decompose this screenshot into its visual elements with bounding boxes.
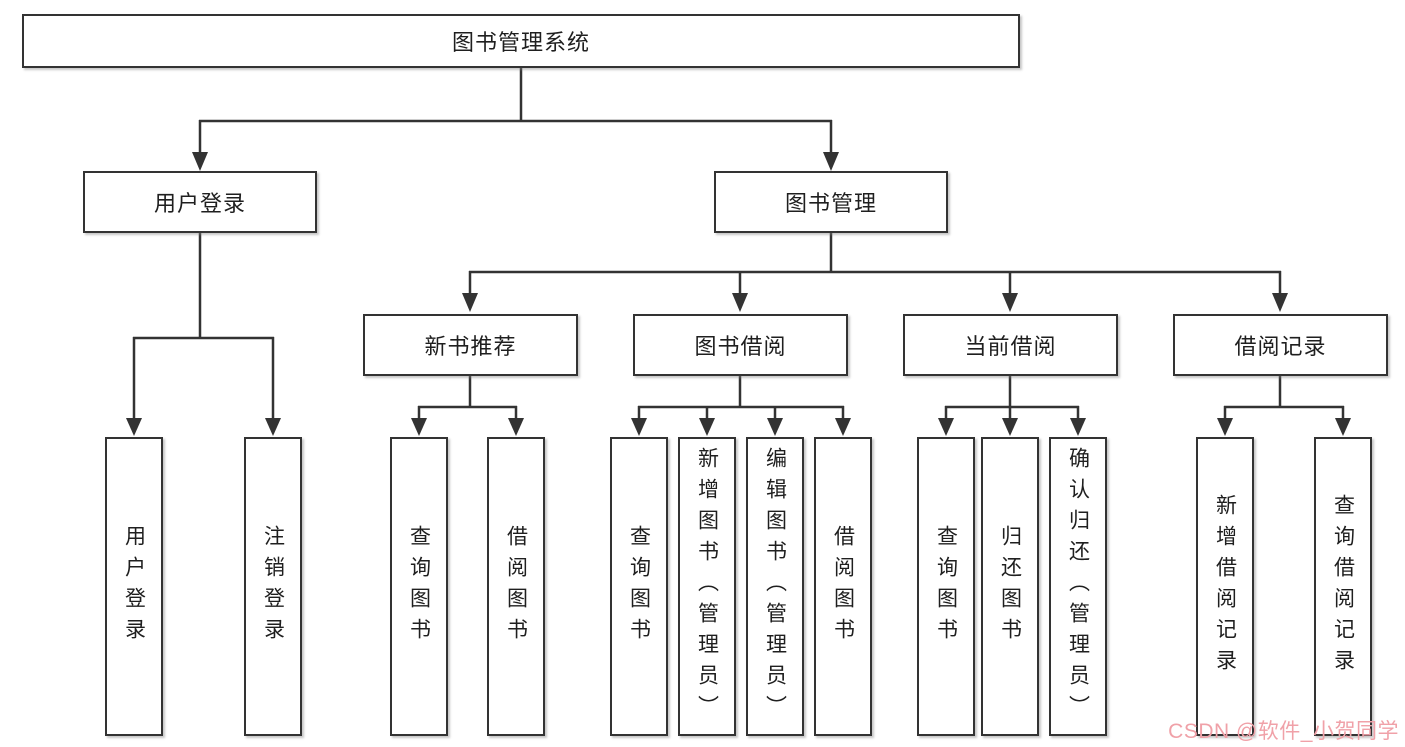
- arrowhead: [938, 418, 954, 436]
- arrowhead: [1335, 418, 1351, 436]
- node-label: 图书借阅: [694, 334, 787, 359]
- arrowhead: [699, 418, 715, 436]
- arrowhead: [767, 418, 783, 436]
- arrowhead: [508, 418, 524, 436]
- leaf-label: 用户登录: [122, 524, 146, 649]
- leaf-label: 查询借阅记录: [1331, 493, 1355, 680]
- leaf-logout: 注销登录: [244, 437, 302, 736]
- node-system-root: 图书管理系统: [22, 14, 1020, 68]
- leaf-borrow-books-recommend: 借阅图书: [487, 437, 545, 736]
- leaf-label: 新增借阅记录: [1213, 493, 1237, 680]
- leaf-label: 确认归还（管理员）: [1066, 447, 1090, 726]
- leaf-query-books-recommend: 查询图书: [390, 437, 448, 736]
- leaf-label: 查询图书: [627, 524, 651, 649]
- arrowhead: [631, 418, 647, 436]
- leaf-add-book-admin: 新增图书（管理员）: [678, 437, 736, 736]
- leaf-label: 查询图书: [407, 524, 431, 649]
- arrowhead: [823, 152, 839, 171]
- arrowhead: [1272, 293, 1288, 312]
- arrowhead: [192, 152, 208, 171]
- csdn-watermark: CSDN @软件_小贺同学: [1168, 720, 1399, 743]
- leaf-label: 查询图书: [934, 524, 958, 649]
- leaf-label: 新增图书（管理员）: [695, 447, 719, 726]
- arrowhead: [1002, 418, 1018, 436]
- node-label: 当前借阅: [964, 334, 1057, 359]
- leaf-query-books-current: 查询图书: [917, 437, 975, 736]
- leaf-borrow-books: 借阅图书: [814, 437, 872, 736]
- node-book-borrow: 图书借阅: [633, 314, 848, 376]
- leaf-user-login: 用户登录: [105, 437, 163, 736]
- node-label: 图书管理: [784, 191, 877, 216]
- leaf-add-borrow-record: 新增借阅记录: [1196, 437, 1254, 736]
- leaf-label: 借阅图书: [831, 524, 855, 649]
- leaf-label: 注销登录: [261, 524, 285, 649]
- node-new-book-recommend: 新书推荐: [363, 314, 578, 376]
- leaf-label: 借阅图书: [504, 524, 528, 649]
- node-user-login: 用户登录: [83, 171, 317, 233]
- leaf-return-book: 归还图书: [981, 437, 1039, 736]
- arrowhead: [265, 418, 281, 436]
- node-label: 用户登录: [153, 191, 246, 216]
- node-book-management: 图书管理: [714, 171, 948, 233]
- arrowhead: [1217, 418, 1233, 436]
- arrowhead: [1002, 293, 1018, 312]
- node-label: 借阅记录: [1234, 334, 1327, 359]
- leaf-label: 归还图书: [998, 524, 1022, 649]
- arrowhead: [1070, 418, 1086, 436]
- leaf-label: 编辑图书（管理员）: [763, 447, 787, 726]
- arrowhead: [732, 293, 748, 312]
- leaf-edit-book-admin: 编辑图书（管理员）: [746, 437, 804, 736]
- node-borrow-records: 借阅记录: [1173, 314, 1388, 376]
- leaf-confirm-return-admin: 确认归还（管理员）: [1049, 437, 1107, 736]
- arrowhead: [126, 418, 142, 436]
- node-label: 图书管理系统: [451, 30, 590, 55]
- leaf-query-borrow-record: 查询借阅记录: [1314, 437, 1372, 736]
- node-current-borrow: 当前借阅: [903, 314, 1118, 376]
- node-label: 新书推荐: [424, 334, 517, 359]
- arrowhead: [835, 418, 851, 436]
- arrowhead: [462, 293, 478, 312]
- leaf-query-books-borrow: 查询图书: [610, 437, 668, 736]
- arrowhead: [411, 418, 427, 436]
